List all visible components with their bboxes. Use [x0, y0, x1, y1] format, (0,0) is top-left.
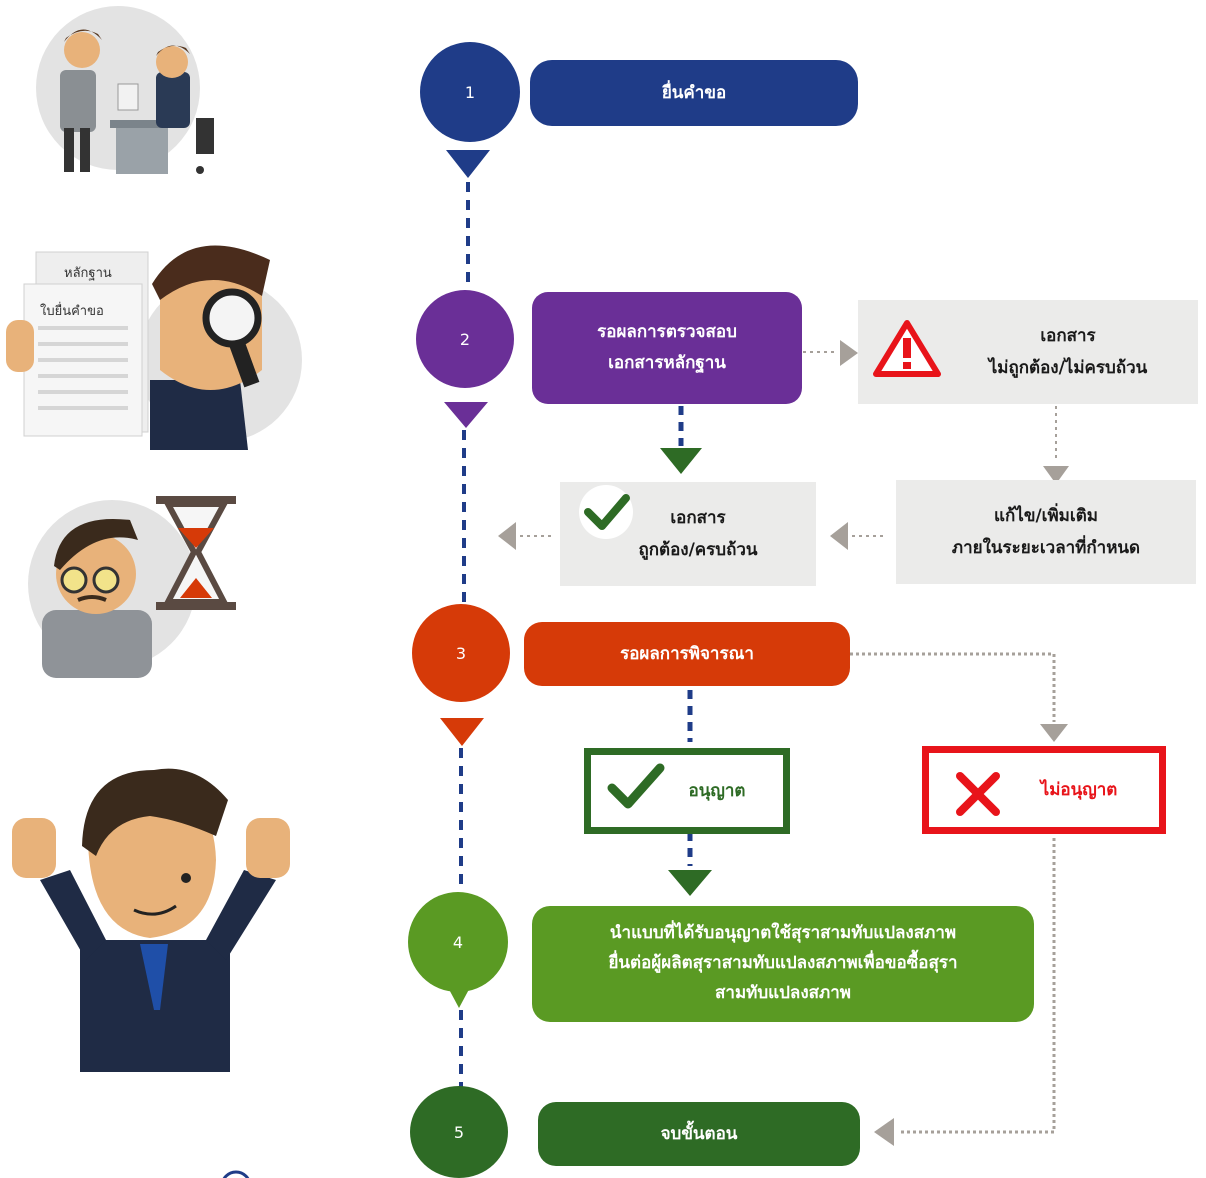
step5-circle: 5 [410, 1086, 508, 1178]
step5-label: จบขั้นตอน [660, 1123, 738, 1144]
step4-label-line1: นำแบบที่ได้รับอนุญาตใช้สุราสามทับแปลงสภา… [609, 923, 957, 944]
step2-label-line1: รอผลการตรวจสอบ [597, 322, 737, 343]
step4-circle: 4 [408, 892, 508, 992]
illustration-waiting [28, 496, 236, 678]
step4-label-line2: ยื่นต่อผู้ผลิตสุราสามทับแปลงสภาพเพื่อขอซ… [608, 953, 958, 974]
illustration-doc-front-label: ใบยื่นคำขอ [40, 304, 104, 319]
step1-label: ยื่นคำขอ [661, 82, 727, 103]
step4-box: นำแบบที่ได้รับอนุญาตใช้สุราสามทับแปลงสภา… [532, 906, 1034, 1022]
step1-number: 1 [464, 82, 476, 102]
illustration-inspect [6, 245, 302, 450]
illustration-submit [36, 6, 214, 174]
step1-triangle [446, 150, 490, 178]
step3-label: รอผลการพิจารณา [620, 643, 754, 664]
check-icon [579, 485, 633, 539]
doc-correct-line1: เอกสาร [670, 507, 726, 528]
step4-number: 4 [452, 932, 464, 952]
step5-number: 5 [453, 1122, 465, 1142]
step4-label-line3: สามทับแปลงสภาพ [715, 982, 851, 1003]
step3-triangle [440, 718, 484, 746]
doc-correct-line2: ถูกต้อง/ครบถ้วน [638, 540, 758, 560]
step2-label-line2: เอกสารหลักฐาน [608, 353, 726, 373]
step2-triangle [444, 402, 488, 428]
fix-box: แก้ไข/เพิ่มเติม ภายในระยะเวลาที่กำหนด [896, 480, 1196, 584]
approved-check-icon [607, 763, 665, 809]
illustration-doc-back-label: หลักฐาน [64, 266, 112, 281]
fix-line1: แก้ไข/เพิ่มเติม [994, 505, 1098, 526]
step3-number: 3 [455, 643, 467, 663]
step3-circle: 3 [412, 604, 510, 702]
step2-box: รอผลการตรวจสอบ เอกสารหลักฐาน [532, 292, 802, 404]
step2-number: 2 [459, 329, 471, 349]
illustration-approved [12, 768, 290, 1072]
cross-icon [956, 772, 1000, 816]
rejected-box: ไม่อนุญาต [922, 746, 1166, 834]
step3-box: รอผลการพิจารณา [524, 622, 850, 686]
step1-circle: 1 [420, 42, 520, 142]
warning-icon [873, 320, 941, 377]
rejected-label: ไม่อนุญาต [1040, 779, 1118, 800]
doc-incorrect-line2: ไม่ถูกต้อง/ไม่ครบถ้วน [988, 358, 1148, 378]
step1-box: ยื่นคำขอ [530, 60, 858, 126]
step2-circle: 2 [416, 290, 514, 388]
doc-incorrect-line1: เอกสาร [1040, 325, 1096, 346]
step4-pointer [444, 980, 474, 1008]
step5-box: จบขั้นตอน [538, 1102, 860, 1166]
approved-label: อนุญาต [688, 780, 746, 801]
fix-line2: ภายในระยะเวลาที่กำหนด [951, 538, 1141, 558]
